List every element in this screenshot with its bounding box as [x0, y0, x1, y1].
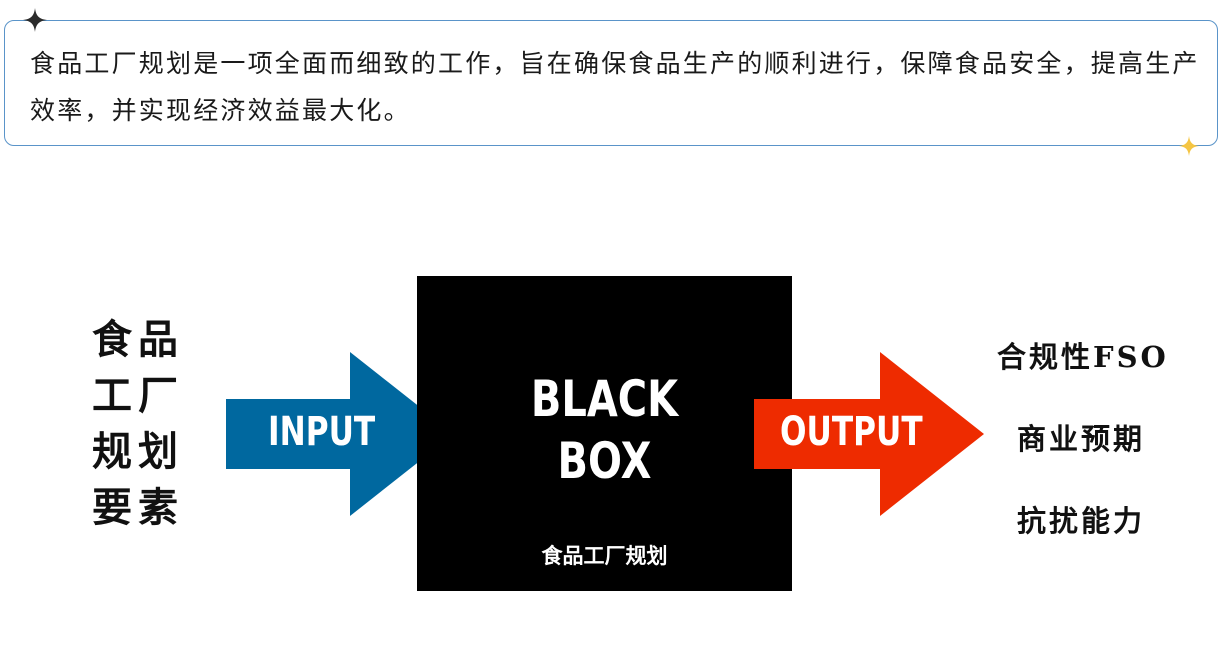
black-box-title: BLACK BOX	[455, 368, 755, 492]
output-arrow-label: OUTPUT	[780, 409, 923, 455]
output-item-resilience: 抗扰能力	[1017, 504, 1146, 538]
black-box-title-line2: BOX	[557, 432, 652, 490]
output-arrow	[754, 352, 984, 516]
black-box: BLACK BOX 食品工厂规划	[417, 276, 792, 591]
sparkle-icon	[1179, 136, 1199, 156]
input-elements-label: 食品工厂规划要素	[92, 316, 184, 531]
sparkle-icon	[23, 8, 47, 32]
black-box-subtitle: 食品工厂规划	[541, 544, 668, 568]
black-box-title-line1: BLACK	[530, 370, 679, 428]
input-arrow	[226, 352, 454, 516]
output-item-business: 商业预期	[1017, 422, 1146, 456]
input-arrow-label: INPUT	[268, 409, 376, 455]
intro-callout-box	[4, 20, 1218, 146]
output-item-compliance: 合规性FSO	[997, 340, 1169, 374]
intro-text: 食品工厂规划是一项全面而细致的工作，旨在确保食品生产的顺利进行，保障食品安全，提…	[30, 49, 1200, 125]
